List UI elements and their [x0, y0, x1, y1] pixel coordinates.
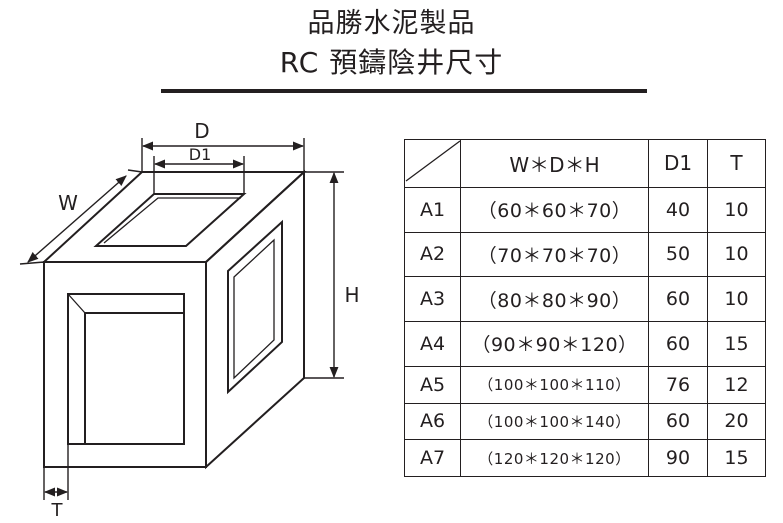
row-t: 12 [707, 365, 766, 404]
row-dimensions: （120＊120＊120） [460, 439, 649, 477]
row-dimensions: （80＊80＊90） [460, 276, 649, 323]
row-t: 20 [707, 402, 766, 441]
title-underline [161, 89, 647, 93]
title-line-1: 品勝水泥製品 [307, 8, 476, 39]
row-t: 10 [707, 186, 766, 233]
label-d1: D1 [189, 145, 212, 164]
table-row: A7 （120＊120＊120） 90 15 [404, 439, 766, 477]
diagonal-line-icon [405, 140, 461, 182]
row-d1: 60 [648, 276, 708, 323]
table-row: A6 （100＊100＊140） 60 20 [404, 402, 766, 441]
row-dimensions: （70＊70＊70） [460, 231, 649, 278]
row-id: A3 [404, 276, 461, 323]
row-t: 15 [707, 439, 766, 477]
dimension-w-line [27, 175, 127, 263]
row-d1: 76 [648, 365, 708, 404]
label-h: H [344, 283, 359, 307]
dimension-table: W＊D＊H D1 T A1 （60＊60＊70） 40 10 A2 （70＊70… [404, 139, 766, 477]
right-window-inner [233, 238, 275, 380]
row-id: A4 [404, 321, 461, 367]
manhole-diagram: D D1 W H T [19, 119, 360, 520]
header-t: T [707, 139, 766, 188]
table-row: A1 （60＊60＊70） 40 10 [404, 186, 766, 233]
label-d: D [194, 119, 209, 143]
table-row: A5 （100＊100＊110） 76 12 [404, 365, 766, 404]
row-t: 10 [707, 231, 766, 278]
row-id: A5 [404, 365, 461, 404]
row-dimensions: （60＊60＊70） [460, 186, 649, 233]
right-face [205, 169, 305, 470]
table-row: A3 （80＊80＊90） 60 10 [404, 276, 766, 323]
row-d1: 50 [648, 231, 708, 278]
label-t: T [51, 500, 64, 520]
row-t: 10 [707, 276, 766, 323]
row-id: A1 [404, 186, 461, 233]
row-d1: 40 [648, 186, 708, 233]
row-id: A7 [404, 439, 461, 477]
top-opening [93, 193, 247, 247]
header-dimensions: W＊D＊H [460, 139, 649, 188]
row-d1: 90 [648, 439, 708, 477]
row-dimensions: （90＊90＊120） [460, 321, 649, 367]
right-window-outer [227, 219, 283, 395]
table-row: A2 （70＊70＊70） 50 10 [404, 231, 766, 278]
row-d1: 60 [648, 402, 708, 441]
title-line-2: RC 預鑄陰井尺寸 [279, 46, 504, 79]
row-id: A2 [404, 231, 461, 278]
table-row: A4 （90＊90＊120） 60 15 [404, 321, 766, 367]
table-header-row: W＊D＊H D1 T [404, 139, 766, 188]
corner-cell [404, 139, 461, 188]
front-window-inner [84, 312, 185, 445]
row-t: 15 [707, 321, 766, 367]
row-id: A6 [404, 402, 461, 441]
row-dimensions: （100＊100＊110） [460, 365, 649, 404]
row-dimensions: （100＊100＊140） [460, 402, 649, 441]
label-w: W [58, 191, 78, 215]
row-d1: 60 [648, 321, 708, 367]
header-d1: D1 [648, 139, 708, 188]
